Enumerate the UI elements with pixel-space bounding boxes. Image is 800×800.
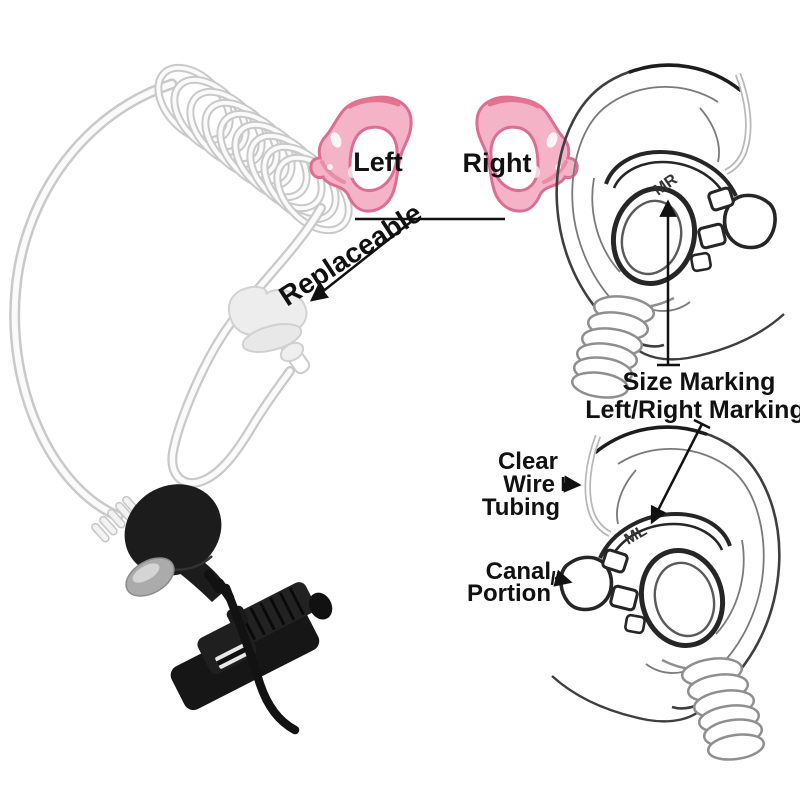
svg-text:Tubing: Tubing (482, 494, 560, 521)
svg-text:Portion: Portion (467, 580, 551, 607)
lower-ear-diagram (552, 427, 779, 763)
clear-wire-tubing-label: Clear Wire Tubing (482, 448, 560, 521)
svg-text:Canal: Canal (486, 558, 551, 585)
audio-wire (221, 583, 300, 735)
replaceable-arrow (309, 220, 413, 302)
size-marking-label: Size Marking (623, 368, 776, 396)
clear-wire-tubing-arrow (561, 475, 582, 493)
upper-ear-diagram (557, 65, 784, 401)
left-right-marking-label: Left/Right Marking (585, 396, 800, 424)
canal-portion-label: Canal Portion (467, 558, 551, 607)
left-earmold-label: Left (353, 147, 403, 177)
ear-tip-mushroom (227, 285, 308, 363)
earpiece-photo (9, 63, 353, 735)
canal-portion-arrow (550, 569, 573, 587)
size-marking-arrow (657, 199, 680, 367)
acoustic-tube-coil (154, 63, 353, 235)
earpiece-speaker (124, 484, 235, 602)
right-earmold-label: Right (463, 148, 532, 178)
clothing-clip (170, 582, 333, 711)
acoustic-tube-loop (9, 78, 178, 522)
left-right-marking-arrow (650, 418, 711, 525)
ml-size-marking: ML (622, 522, 651, 548)
svg-text:Wire: Wire (503, 471, 555, 498)
svg-text:Clear: Clear (498, 448, 558, 475)
